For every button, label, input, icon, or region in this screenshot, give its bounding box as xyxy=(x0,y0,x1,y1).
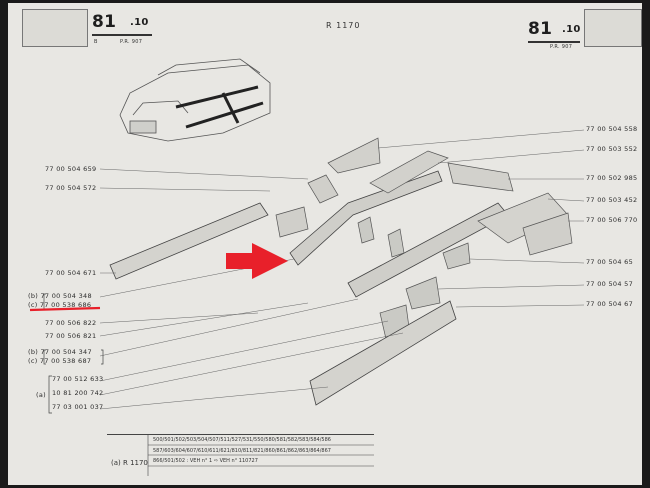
header-thumbnail-right xyxy=(584,9,642,47)
part-number: (c) 77 00 538 686 xyxy=(28,301,92,309)
sill-panel-bottom xyxy=(309,300,457,406)
table-label: (a) R 1170 xyxy=(111,459,148,467)
car-floor-rails xyxy=(175,85,264,129)
sill-panel-left xyxy=(109,202,269,280)
part-number: (b) 77 00 504 347 xyxy=(28,348,92,356)
part-number: 77 00 504 67 xyxy=(586,300,634,308)
part-number: 77 00 504 65 xyxy=(586,258,634,266)
part-number: 77 00 506 770 xyxy=(586,216,638,224)
highlight-arrow xyxy=(226,243,288,279)
part-number: 77 00 506 822 xyxy=(45,319,97,327)
parts-catalog-page: 81 .10 B P.R. 907 R 1170 81 .10 P.R. 907 xyxy=(8,3,642,485)
header-b-left: B xyxy=(94,39,98,45)
part-number: 10 81 200 742 xyxy=(52,389,104,397)
model-title: R 1170 xyxy=(326,21,361,30)
header-rule-right xyxy=(528,41,580,43)
section-code-left: 81 xyxy=(92,12,117,32)
table-row: 587/603/604/607/610/611/621/810/811/821/… xyxy=(153,448,331,454)
table-row: 866/501/502 : VEH n° 1 ⇨ VEH n° 110727 xyxy=(153,458,258,464)
car-illustration xyxy=(119,58,271,142)
header-thumbnail-left xyxy=(22,9,88,47)
part-number: 77 00 504 57 xyxy=(586,280,634,288)
header-pr-right: P.R. 907 xyxy=(550,44,573,50)
section-sub-left: .10 xyxy=(130,17,149,28)
section-code-right: 81 xyxy=(528,19,553,39)
part-number: 77 00 512 633 xyxy=(52,375,104,383)
vehicle-applicability-table: (a) R 1170 500/501/502/503/504/507/511/5… xyxy=(107,434,374,477)
exploded-parts-drawing xyxy=(29,58,585,476)
part-number: 77 03 001 037 xyxy=(52,403,104,411)
header-rule-left xyxy=(92,34,152,36)
section-sub-right: .10 xyxy=(562,24,581,35)
table-row: 500/501/502/503/504/507/511/527/531/550/… xyxy=(153,437,331,443)
part-number: 77 00 504 572 xyxy=(45,184,97,192)
part-number: 77 00 506 821 xyxy=(45,332,97,340)
part-number: 77 00 503 452 xyxy=(586,196,638,204)
part-number: (b) 77 00 504 348 xyxy=(28,292,92,300)
header-pr-left: P.R. 907 xyxy=(120,39,143,45)
highlight-underline xyxy=(29,306,101,312)
group-label: (a) xyxy=(36,391,46,399)
part-number: 77 00 504 659 xyxy=(45,165,97,173)
part-number: 77 00 504 558 xyxy=(586,125,638,133)
longitudinal-member xyxy=(289,170,443,266)
part-number: 77 00 503 552 xyxy=(586,145,638,153)
part-number: 77 00 502 985 xyxy=(586,174,638,182)
part-number: 77 00 504 671 xyxy=(45,269,97,277)
part-number: (c) 77 00 538 687 xyxy=(28,357,92,365)
